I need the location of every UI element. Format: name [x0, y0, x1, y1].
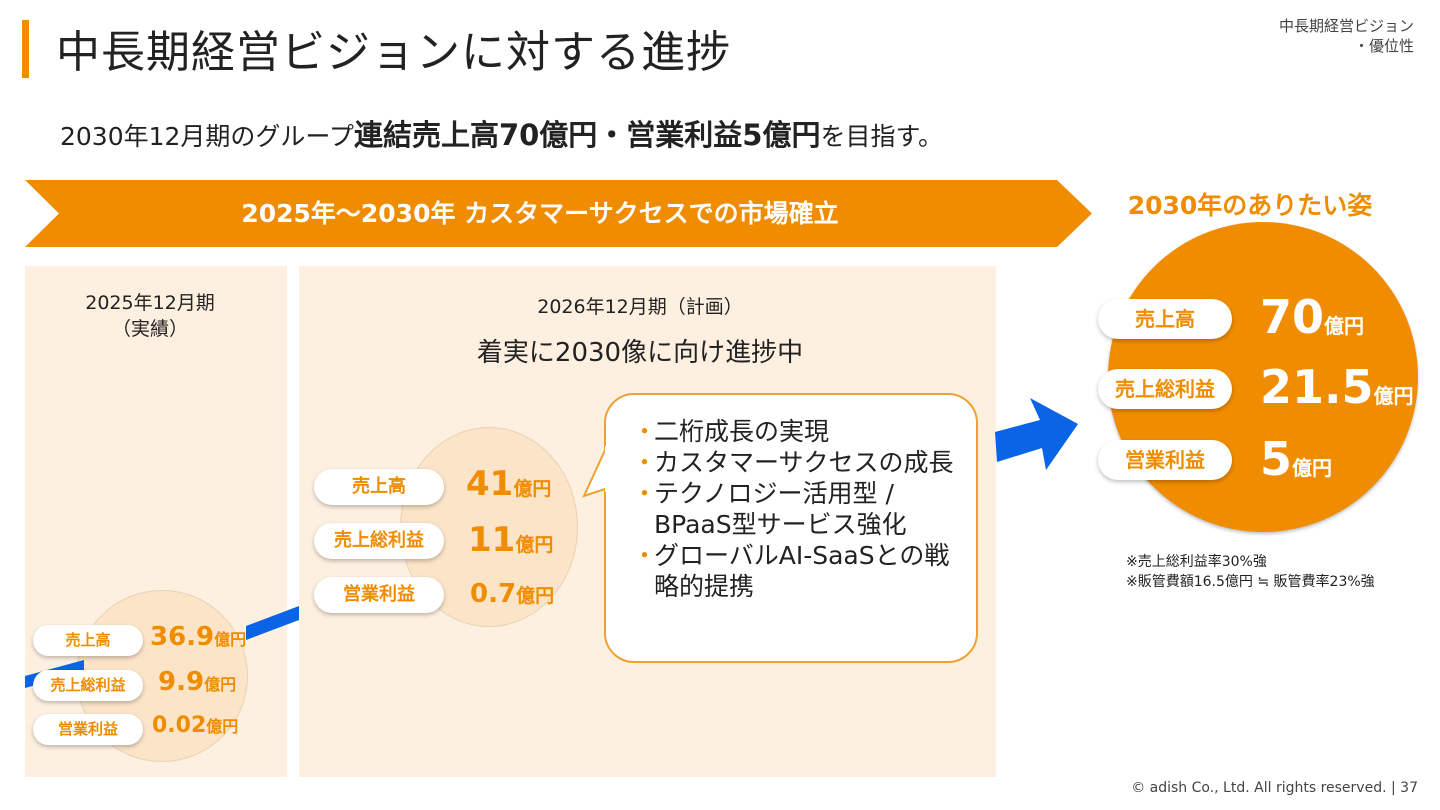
goal-title: 2030年のありたい姿 [1127, 191, 1373, 220]
plan-2026-value-gross-profit: 11億円 [468, 520, 554, 560]
section-tag-line2: ・優位性 [1353, 37, 1414, 55]
actual-2025-label-gross-profit: 売上総利益 [33, 670, 143, 701]
goal-label-gross-profit: 売上総利益 [1098, 369, 1232, 409]
goal-label-sales: 売上高 [1098, 299, 1232, 339]
initiative-item: ・グローバルAI-SaaSとの戦略的提携 [632, 541, 950, 601]
actual-2025-label-sales: 売上高 [33, 625, 143, 656]
title-accent-bar [22, 20, 29, 78]
actual-2025-period: 2025年12月期 （実績） [25, 290, 275, 342]
bullet-marker: ・ [632, 448, 658, 477]
actual-2025-value-gross-profit: 9.9億円 [158, 667, 237, 697]
plan-2026-period: 2026年12月期（計画） [537, 296, 743, 318]
plan-2026-value-operating-profit: 0.7億円 [470, 579, 555, 609]
goal-label-operating-profit: 営業利益 [1098, 440, 1232, 480]
goal-note: ※売上総利益率30%強 [1126, 554, 1267, 570]
bullet-marker: ・ [632, 417, 658, 446]
actual-2025-period-line1: 2025年12月期 [85, 292, 215, 314]
plan-2026-label-operating-profit: 営業利益 [314, 577, 444, 613]
plan-2026-value-sales: 41億円 [466, 464, 552, 504]
bullet-marker: ・ [632, 479, 658, 508]
section-tag: 中長期経営ビジョン ・優位性 [1279, 16, 1414, 56]
actual-2025-label-operating-profit: 営業利益 [33, 714, 143, 745]
lead-prefix: 2030年12月期のグループ [60, 122, 354, 151]
lead-suffix: を目指す。 [820, 122, 943, 151]
initiatives-bubble [604, 393, 978, 663]
actual-2025-value-operating-profit: 0.02億円 [152, 713, 239, 738]
lead-emphasis: 連結売上高70億円・営業利益5億円 [353, 118, 821, 152]
initiatives-list: ・二桁成長の実現 ・カスタマーサクセスの成長 ・テクノロジー活用型 / BPaa… [630, 416, 970, 602]
section-tag-line1: 中長期経営ビジョン [1278, 17, 1414, 35]
goal-value-operating-profit: 5億円 [1260, 432, 1333, 486]
plan-2026-label-sales: 売上高 [314, 469, 444, 505]
initiative-item: ・二桁成長の実現 [632, 417, 830, 446]
bullet-marker: ・ [632, 541, 658, 570]
goal-notes: ※売上総利益率30%強 ※販管費額16.5億円 ≒ 販管費率23%強 [1126, 552, 1375, 592]
page-number: 37 [1400, 780, 1418, 796]
growth-arrow-segment-2 [246, 606, 299, 640]
phase-banner [25, 180, 1092, 247]
initiative-item: ・テクノロジー活用型 / BPaaS型サービス強化 [632, 479, 907, 539]
growth-arrow-head [995, 398, 1078, 470]
plan-2026-label-gross-profit: 売上総利益 [314, 523, 444, 559]
footer: © adish Co., Ltd. All rights reserved. |… [1131, 780, 1418, 796]
lead-statement: 2030年12月期のグループ連結売上高70億円・営業利益5億円を目指す。 [60, 112, 943, 154]
goal-value-gross-profit: 21.5億円 [1260, 360, 1414, 414]
plan-2026-headline: 着実に2030像に向け進捗中 [476, 338, 804, 368]
page-title: 中長期経営ビジョンに対する進捗 [56, 27, 731, 78]
goal-note: ※販管費額16.5億円 ≒ 販管費率23%強 [1126, 574, 1375, 590]
phase-banner-text: 2025年〜2030年 カスタマーサクセスでの市場確立 [241, 199, 839, 228]
actual-2025-period-line2: （実績） [111, 318, 188, 340]
initiative-item: ・カスタマーサクセスの成長 [632, 448, 954, 477]
goal-value-sales: 70億円 [1260, 290, 1365, 344]
copyright: © adish Co., Ltd. All rights reserved. [1131, 780, 1387, 796]
actual-2025-value-sales: 36.9億円 [150, 622, 247, 652]
footer-separator: | [1391, 780, 1396, 796]
